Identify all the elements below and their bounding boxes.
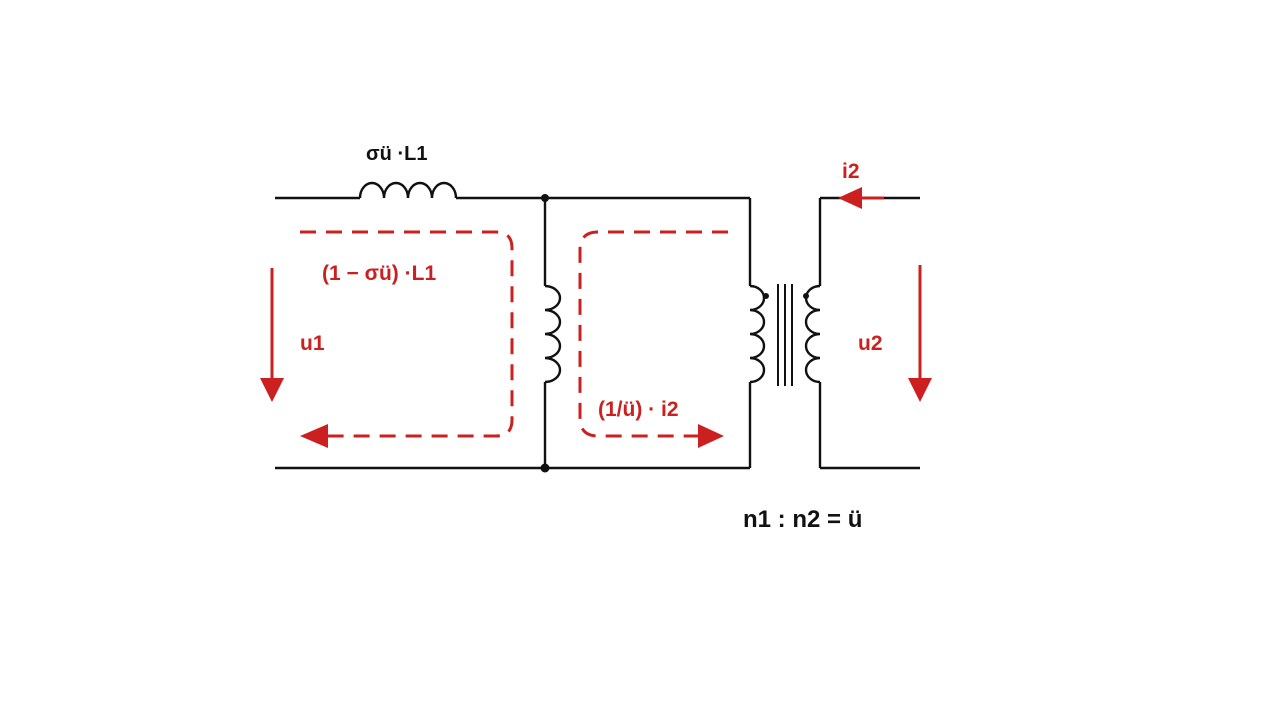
circuit-wiring <box>275 181 920 473</box>
primary-mesh-arrowhead <box>300 424 328 448</box>
secondary-current-label: i2 <box>842 160 860 183</box>
labels: σü ·L1 (1 − σü) ·L1 u1 u2 i2 (1/ü) · i2 … <box>300 143 883 533</box>
secondary-mesh-loop <box>578 230 728 438</box>
secondary-current-arrowhead <box>838 187 862 209</box>
primary-winding <box>749 284 766 384</box>
primary-polarity-dot <box>763 293 769 299</box>
secondary-winding <box>804 284 821 384</box>
primary-voltage-label: u1 <box>300 332 325 355</box>
series-inductor <box>358 181 458 199</box>
transformed-current-label: (1/ü) · i2 <box>598 398 679 421</box>
shunt-inductor <box>544 284 562 384</box>
junction-dot-top <box>541 194 549 202</box>
primary-voltage-arrowhead <box>260 378 284 402</box>
secondary-polarity-dot <box>803 293 809 299</box>
secondary-mesh-arrowhead <box>698 424 724 448</box>
secondary-voltage-arrowhead <box>908 378 932 402</box>
turns-ratio-label: n1 : n2 = ü <box>743 506 862 533</box>
magnetizing-inductance-label: (1 − σü) ·L1 <box>322 262 436 285</box>
leakage-inductance-label: σü ·L1 <box>366 143 427 165</box>
secondary-voltage-label: u2 <box>858 332 883 355</box>
junction-dot-bottom <box>540 463 550 473</box>
annotations <box>260 187 932 448</box>
